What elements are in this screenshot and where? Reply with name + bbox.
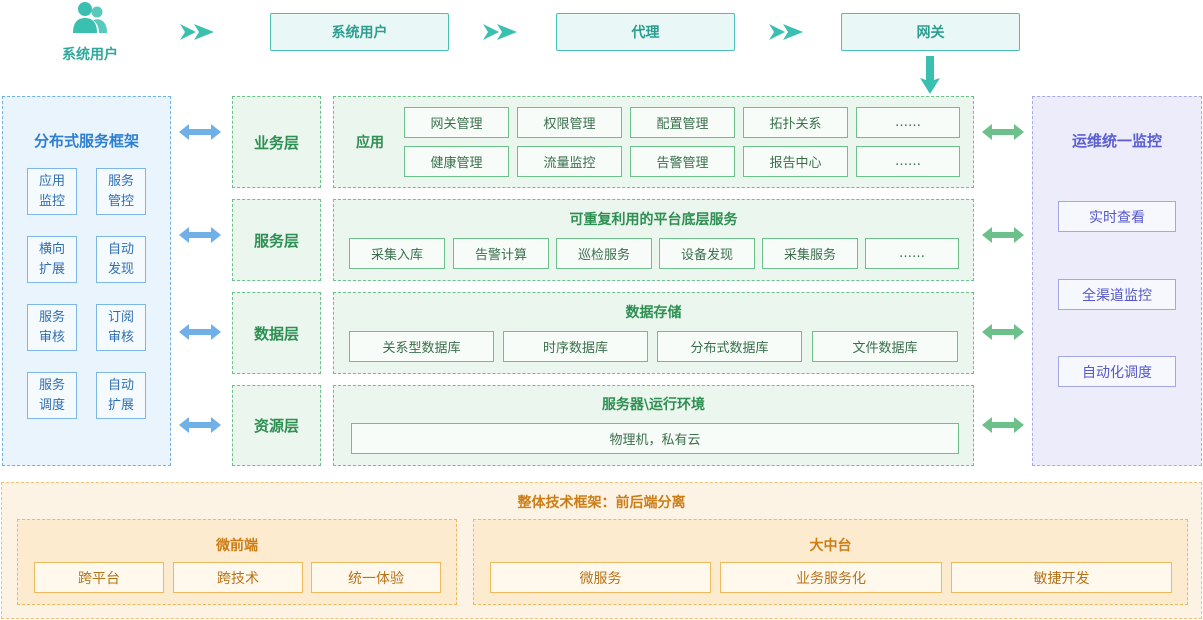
- system-user-group: 系统用户: [50, 0, 130, 66]
- resource-item: 物理机，私有云: [351, 423, 959, 454]
- frontend-item: 统一体验: [311, 562, 441, 593]
- service-layer-panel: 可重复利用的平台底层服务 采集入库 告警计算 巡检服务 设备发现 采集服务 ……: [333, 199, 974, 281]
- flow-arrow-icon: [180, 24, 214, 40]
- resource-layer-panel: 服务器\运行环境 物理机，私有云: [333, 385, 974, 466]
- gateway-down-arrow-icon: [920, 56, 940, 94]
- double-arrow-icon: [179, 227, 221, 243]
- business-item: 告警管理: [630, 146, 735, 177]
- business-item: 网关管理: [404, 107, 509, 138]
- double-arrow-icon: [982, 227, 1024, 243]
- middle-platform-panel: 大中台 微服务 业务服务化 敏捷开发: [473, 519, 1188, 605]
- data-item: 分布式数据库: [657, 331, 802, 362]
- monitor-item: 全渠道监控: [1058, 279, 1176, 310]
- data-item: 时序数据库: [503, 331, 648, 362]
- business-item: ……: [856, 107, 960, 138]
- flow-proxy-box: 代理: [556, 13, 735, 51]
- business-item: ……: [856, 146, 960, 177]
- middle-platform-title: 大中台: [809, 538, 852, 554]
- panel-title: 运维统一监控: [1071, 131, 1162, 150]
- layer-label-service: 服务层: [232, 199, 321, 281]
- ops-monitoring-panel: 运维统一监控 实时查看 全渠道监控 自动化调度: [1032, 96, 1202, 466]
- framework-item: 订阅审核: [96, 304, 146, 351]
- platform-item: 敏捷开发: [951, 562, 1172, 593]
- service-layer-title: 可重复利用的平台底层服务: [569, 212, 738, 228]
- data-item: 关系型数据库: [349, 331, 494, 362]
- service-item: 设备发现: [659, 238, 755, 269]
- platform-item: 微服务: [490, 562, 711, 593]
- data-layer-title: 数据存储: [625, 305, 682, 321]
- tech-framework-panel: 整体技术框架：前后端分离 微前端 跨平台 跨技术 统一体验 大中台 微服务 业务…: [1, 482, 1202, 619]
- double-arrow-icon: [982, 324, 1024, 340]
- micro-frontend-title: 微前端: [216, 538, 258, 554]
- business-layer-panel: 应用 网关管理 权限管理 配置管理 拓扑关系 …… 健康管理 流量监控 告警管理…: [333, 96, 974, 188]
- double-arrow-icon: [982, 124, 1024, 140]
- data-item: 文件数据库: [812, 331, 958, 362]
- system-user-label: 系统用户: [62, 47, 118, 63]
- frontend-item: 跨平台: [34, 562, 164, 593]
- resource-layer-title: 服务器\运行环境: [601, 397, 706, 413]
- double-arrow-icon: [179, 324, 221, 340]
- flow-arrow-icon: [769, 24, 803, 40]
- flow-arrow-icon: [483, 24, 517, 40]
- business-item: 报告中心: [743, 146, 848, 177]
- double-arrow-icon: [179, 124, 221, 140]
- framework-item: 自动发现: [96, 236, 146, 283]
- layer-label-resource: 资源层: [232, 385, 321, 466]
- distributed-framework-panel: 分布式服务框架 应用监控 服务管控 横向扩展 自动发现 服务审核 订阅审核 服务…: [2, 96, 171, 466]
- business-item: 权限管理: [517, 107, 622, 138]
- business-item: 拓扑关系: [743, 107, 848, 138]
- platform-item: 业务服务化: [720, 562, 942, 593]
- service-item: 告警计算: [453, 238, 549, 269]
- data-layer-panel: 数据存储 关系型数据库 时序数据库 分布式数据库 文件数据库: [333, 292, 974, 374]
- flow-system-user-box: 系统用户: [270, 13, 449, 51]
- layer-label-data: 数据层: [232, 292, 321, 374]
- service-item: 巡检服务: [556, 238, 652, 269]
- double-arrow-icon: [179, 417, 221, 433]
- double-arrow-icon: [982, 417, 1024, 433]
- framework-item: 自动扩展: [96, 372, 146, 419]
- framework-item: 服务管控: [96, 168, 146, 215]
- service-item: 采集服务: [762, 238, 858, 269]
- application-label: 应用: [356, 135, 384, 151]
- service-item: ……: [865, 238, 959, 269]
- tech-framework-title: 整体技术框架：前后端分离: [517, 495, 686, 511]
- business-item: 流量监控: [517, 146, 622, 177]
- monitor-item: 实时查看: [1058, 201, 1176, 232]
- business-item: 健康管理: [404, 146, 509, 177]
- panel-title: 分布式服务框架: [33, 131, 139, 150]
- framework-item: 横向扩展: [27, 236, 77, 283]
- monitor-item: 自动化调度: [1058, 356, 1176, 387]
- micro-frontend-panel: 微前端 跨平台 跨技术 统一体验: [17, 519, 457, 605]
- framework-item: 应用监控: [27, 168, 77, 215]
- framework-item: 服务审核: [27, 304, 77, 351]
- business-item: 配置管理: [630, 107, 735, 138]
- frontend-item: 跨技术: [173, 562, 303, 593]
- service-item: 采集入库: [349, 238, 445, 269]
- framework-item: 服务调度: [27, 372, 77, 419]
- flow-gateway-box: 网关: [841, 13, 1020, 51]
- layer-label-business: 业务层: [232, 96, 321, 188]
- users-icon: [73, 2, 107, 33]
